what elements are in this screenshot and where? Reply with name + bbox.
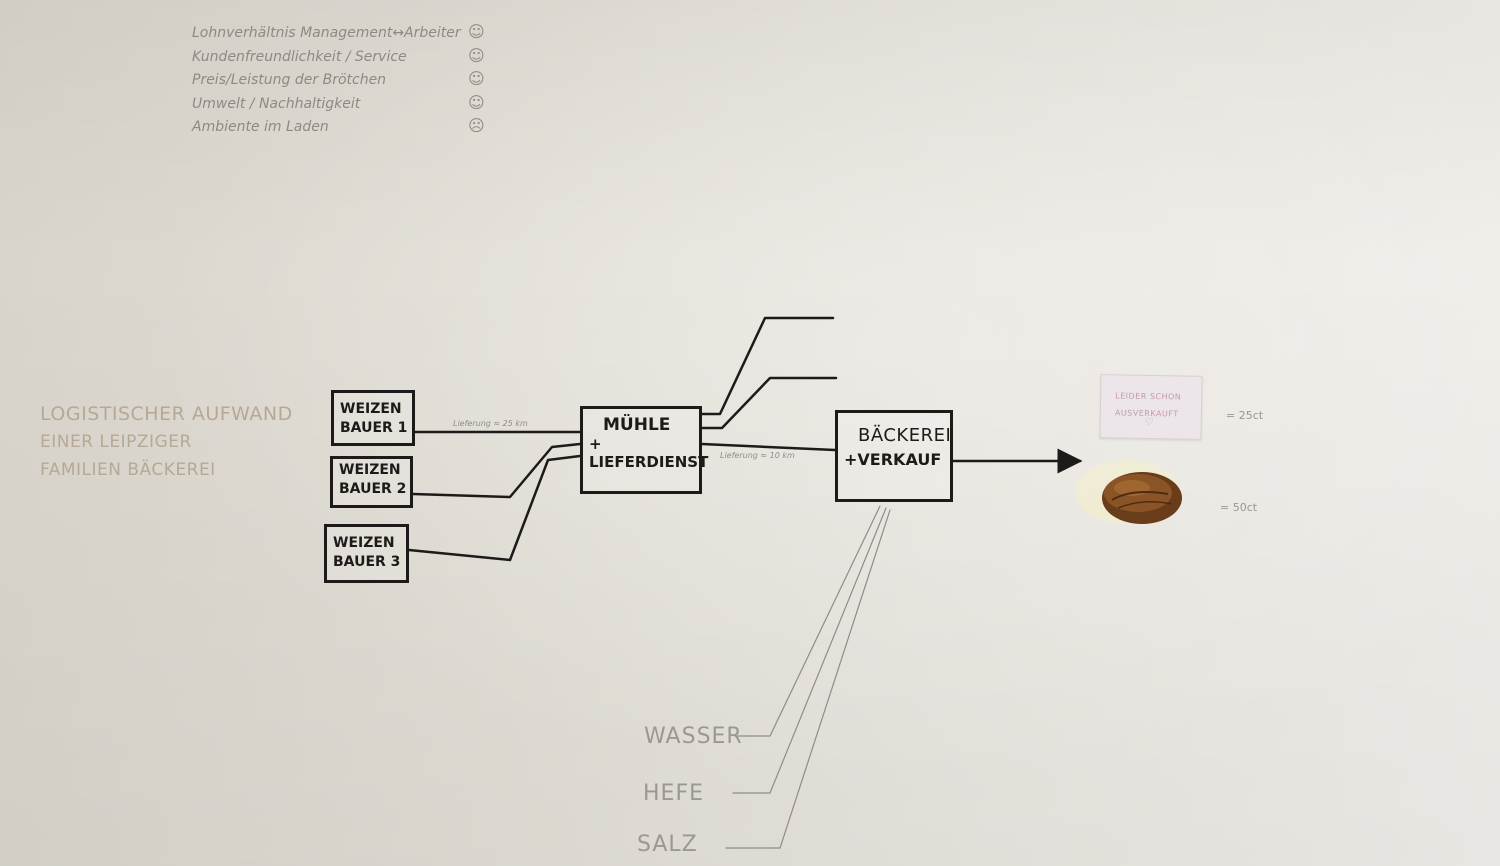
farmer2-to-mill-line: [413, 444, 580, 497]
price-label-note: = 25ct: [1226, 409, 1263, 422]
price-label-roll: = 50ct: [1220, 501, 1257, 514]
farmer-box-1: WEIZEN BAUER 1: [331, 390, 415, 446]
farmer-box-label: WEIZEN: [333, 534, 406, 553]
farmer-box-3: WEIZEN BAUER 3: [324, 524, 409, 583]
mill-box: MÜHLE + LIEFERDIENST: [580, 406, 702, 494]
farmer-box-2: WEIZEN BAUER 2: [330, 456, 413, 508]
distance-label-farm-mill: Lieferung ≈ 25 km: [453, 419, 528, 428]
farmer-box-label: WEIZEN: [340, 400, 412, 419]
bread-roll-icon: [1072, 450, 1202, 535]
farmer-box-label: BAUER 2: [339, 480, 410, 499]
distance-label-mill-bakery: Lieferung ≈ 10 km: [720, 451, 795, 460]
bread-roll-image: [1072, 450, 1202, 535]
mill-branch-top-line: [702, 318, 833, 414]
mill-box-subtitle: + LIEFERDIENST: [589, 435, 699, 471]
sold-out-note: LEIDER SCHON AUSVERKAUFT ♡: [1099, 374, 1202, 440]
bakery-box: BÄCKEREI +VERKAUF: [835, 410, 953, 502]
bakery-box-title: BÄCKEREI: [858, 425, 950, 446]
mill-branch-mid-line: [702, 378, 836, 428]
sold-out-note-line: LEIDER SCHON: [1115, 391, 1181, 401]
farmer-box-label: WEIZEN: [339, 461, 410, 480]
mill-to-bakery-line: [702, 444, 835, 450]
yeast-line: [733, 508, 886, 793]
farmer3-to-mill-line: [409, 456, 580, 560]
bakery-box-subtitle: +VERKAUF: [844, 450, 950, 469]
farmer-box-label: BAUER 3: [333, 553, 406, 572]
ingredient-label-salt: SALZ: [637, 832, 698, 857]
mill-box-title: MÜHLE: [603, 415, 699, 435]
ingredient-label-water: WASSER: [644, 724, 743, 749]
heart-icon: ♡: [1145, 417, 1154, 428]
salt-line: [726, 510, 890, 848]
farmer-box-label: BAUER 1: [340, 419, 412, 438]
water-line: [736, 506, 880, 736]
ingredient-label-yeast: HEFE: [643, 781, 704, 806]
